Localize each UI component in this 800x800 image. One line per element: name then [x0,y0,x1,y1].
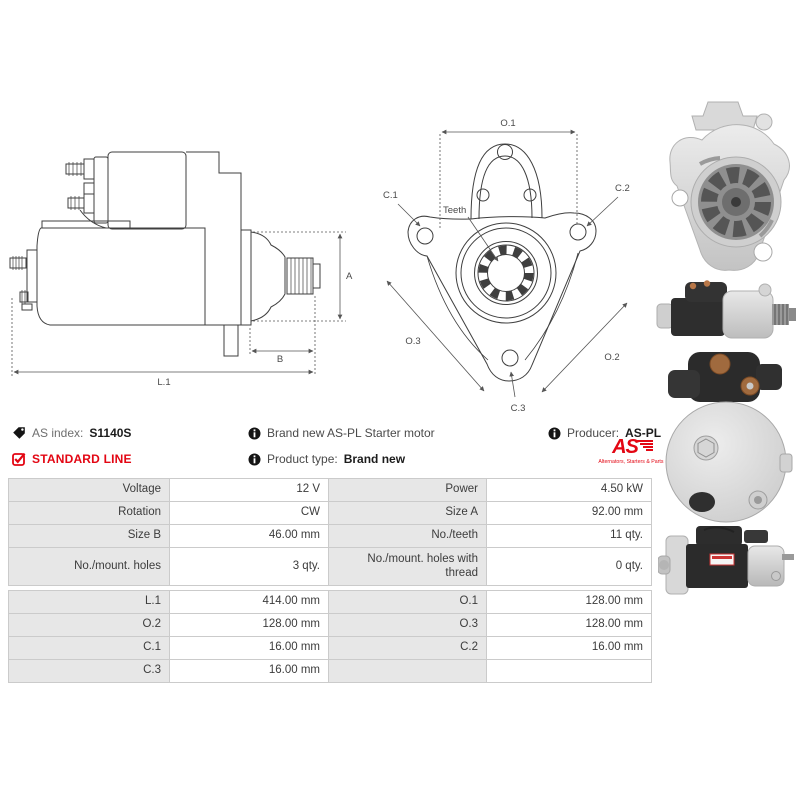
spec-label: C.3 [9,660,169,682]
product-photo-front-flange[interactable] [660,100,798,283]
spec-value: CW [170,502,328,524]
spec-value: 0 qty. [487,548,651,585]
spec-value: 16.00 mm [487,637,651,659]
front-view-dimensions [386,129,628,398]
spec-label: Rotation [9,502,169,524]
spec-value: 16.00 mm [170,660,328,682]
as-logo-text: AS [612,436,639,458]
teeth-label: Teeth [443,205,466,216]
spec-label: O.1 [329,591,486,613]
product-photo-side-view-2[interactable] [657,524,798,607]
checkbox-checked-icon [12,452,26,466]
spec-label: No./mount. holes with thread [329,548,486,585]
as-index-label: AS index: [32,426,84,440]
product-type-item: Product type: Brand new [248,452,405,466]
info-icon [548,427,561,439]
spec-label: C.2 [329,637,486,659]
producer-label: Producer: [567,426,620,440]
product-info-bar: AS index: S1140S STANDARD LINE Brand new… [8,424,664,476]
spec-label: L.1 [9,591,169,613]
dim-label-c3: C.3 [511,403,526,414]
side-view-technical-drawing: A B L.1 [9,151,353,388]
spec-label: No./mount. holes [9,548,169,585]
product-photo-side-view[interactable] [655,278,800,353]
standard-line-item: STANDARD LINE [12,452,132,466]
spec-label: O.2 [9,614,169,636]
spec-table-dimensions: L.1 414.00 mm O.1 128.00 mm O.2 128.00 m… [8,590,652,683]
spec-label [329,660,486,682]
product-type-value: Brand new [343,452,406,466]
producer-item: Producer: AS-PL [548,426,661,440]
spec-label: Power [329,479,486,501]
spec-value: 128.00 mm [487,614,651,636]
as-index-value: S1140S [89,426,132,440]
spec-label: Voltage [9,479,169,501]
dim-label-o3: O.3 [405,336,420,347]
spec-value: 12 V [170,479,328,501]
as-index-item: AS index: S1140S [12,426,131,440]
producer-value: AS-PL [625,426,662,440]
dim-label-o1: O.1 [500,118,515,129]
spec-label: O.3 [329,614,486,636]
description-item: Brand new AS-PL Starter motor [248,426,435,440]
spec-label: No./teeth [329,525,486,547]
dim-label-b: B [277,354,283,365]
starter-side-outline [9,151,321,357]
spec-label: Size B [9,525,169,547]
spec-value [487,660,651,682]
spec-value: 92.00 mm [487,502,651,524]
spec-value: 414.00 mm [170,591,328,613]
dim-label-a: A [346,271,353,282]
starter-front-outline [407,143,597,382]
spec-value: 4.50 kW [487,479,651,501]
info-icon [248,453,261,465]
spec-value: 128.00 mm [487,591,651,613]
as-logo-stripes-icon [637,440,653,454]
spec-value: 128.00 mm [170,614,328,636]
product-photo-rear-cover[interactable] [662,346,794,533]
tag-icon [13,427,25,439]
info-icon [248,427,261,439]
spec-label: C.1 [9,637,169,659]
front-view-technical-drawing: O.1 C.1 C.2 Teeth O.3 O.2 C.3 [383,118,630,414]
side-view-dimensions [11,231,346,378]
dim-label-l1: L.1 [157,377,170,388]
spec-value: 3 qty. [170,548,328,585]
as-pl-logo: AS Alternators, Starters & Parts [597,436,664,465]
dim-label-o2: O.2 [604,352,619,363]
spec-value: 16.00 mm [170,637,328,659]
product-type-label: Product type: [267,452,338,466]
as-logo-tagline: Alternators, Starters & Parts [598,459,664,465]
description-text: Brand new AS-PL Starter motor [267,426,435,440]
spec-value: 46.00 mm [170,525,328,547]
spec-value: 11 qty. [487,525,651,547]
spec-label: Size A [329,502,486,524]
dim-label-c2: C.2 [615,183,630,194]
spec-table-general: Voltage 12 V Power 4.50 kW Rotation CW S… [8,478,652,586]
dim-label-c1: C.1 [383,190,398,201]
standard-line-label: STANDARD LINE [32,452,132,466]
